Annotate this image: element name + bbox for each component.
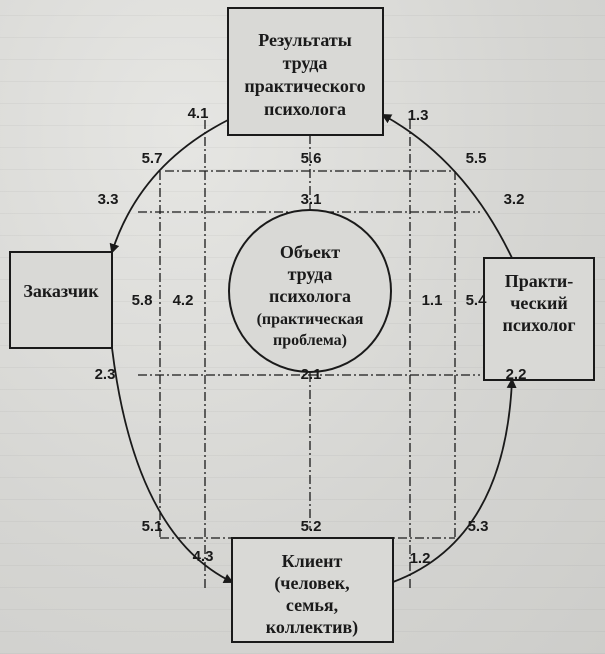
object-line-3: психолога [269, 286, 351, 306]
object-line-5: проблема) [273, 332, 347, 349]
arc-client-to-practitioner [392, 378, 517, 583]
label-2-2: 2.2 [506, 366, 527, 383]
practitioner-line-3: психолог [502, 315, 575, 335]
label-4-1: 4.1 [188, 105, 209, 122]
label-5-1: 5.1 [142, 518, 163, 535]
label-5-7: 5.7 [142, 150, 163, 167]
label-4-2: 4.2 [173, 292, 194, 309]
client-line-3: семья, [286, 595, 338, 615]
label-2-1: 2.1 [301, 366, 322, 383]
label-5-3: 5.3 [468, 518, 489, 535]
results-line-4: психолога [264, 99, 346, 119]
practitioner-line-2: ческий [510, 293, 567, 313]
client-line-1: Клиент [282, 551, 343, 571]
label-3-3: 3.3 [98, 191, 119, 208]
label-3-1: 3.1 [301, 191, 322, 208]
results-line-3: практического [244, 76, 365, 96]
label-1-3: 1.3 [408, 107, 429, 124]
object-line-2: труда [288, 264, 333, 284]
arc-practitioner-to-results [381, 114, 513, 259]
arc-results-to-customer [109, 119, 229, 254]
label-4-3: 4.3 [193, 548, 214, 565]
client-line-4: коллектив) [266, 617, 358, 638]
label-5-4: 5.4 [466, 292, 488, 309]
client-line-2: (человек, [274, 573, 349, 594]
object-circle [228, 209, 392, 373]
results-line-1: Результаты [258, 30, 352, 50]
arc-customer-to-client [111, 347, 234, 584]
label-5-6: 5.6 [301, 150, 322, 167]
results-box [227, 7, 384, 136]
customer-label: Заказчик [23, 281, 99, 301]
object-line-1: Объект [280, 242, 340, 262]
label-2-3: 2.3 [95, 366, 116, 383]
practitioner-line-1: Практи- [505, 271, 574, 291]
label-5-5: 5.5 [466, 150, 487, 167]
label-5-2: 5.2 [301, 518, 322, 535]
label-3-2: 3.2 [504, 191, 525, 208]
label-1-2: 1.2 [410, 550, 431, 567]
label-5-8: 5.8 [132, 292, 153, 309]
client-box [231, 537, 394, 643]
label-1-1: 1.1 [422, 292, 443, 309]
practitioner-box [483, 257, 595, 381]
results-line-2: труда [283, 53, 328, 73]
customer-box [9, 251, 113, 349]
object-line-4: (практическая [257, 311, 364, 328]
